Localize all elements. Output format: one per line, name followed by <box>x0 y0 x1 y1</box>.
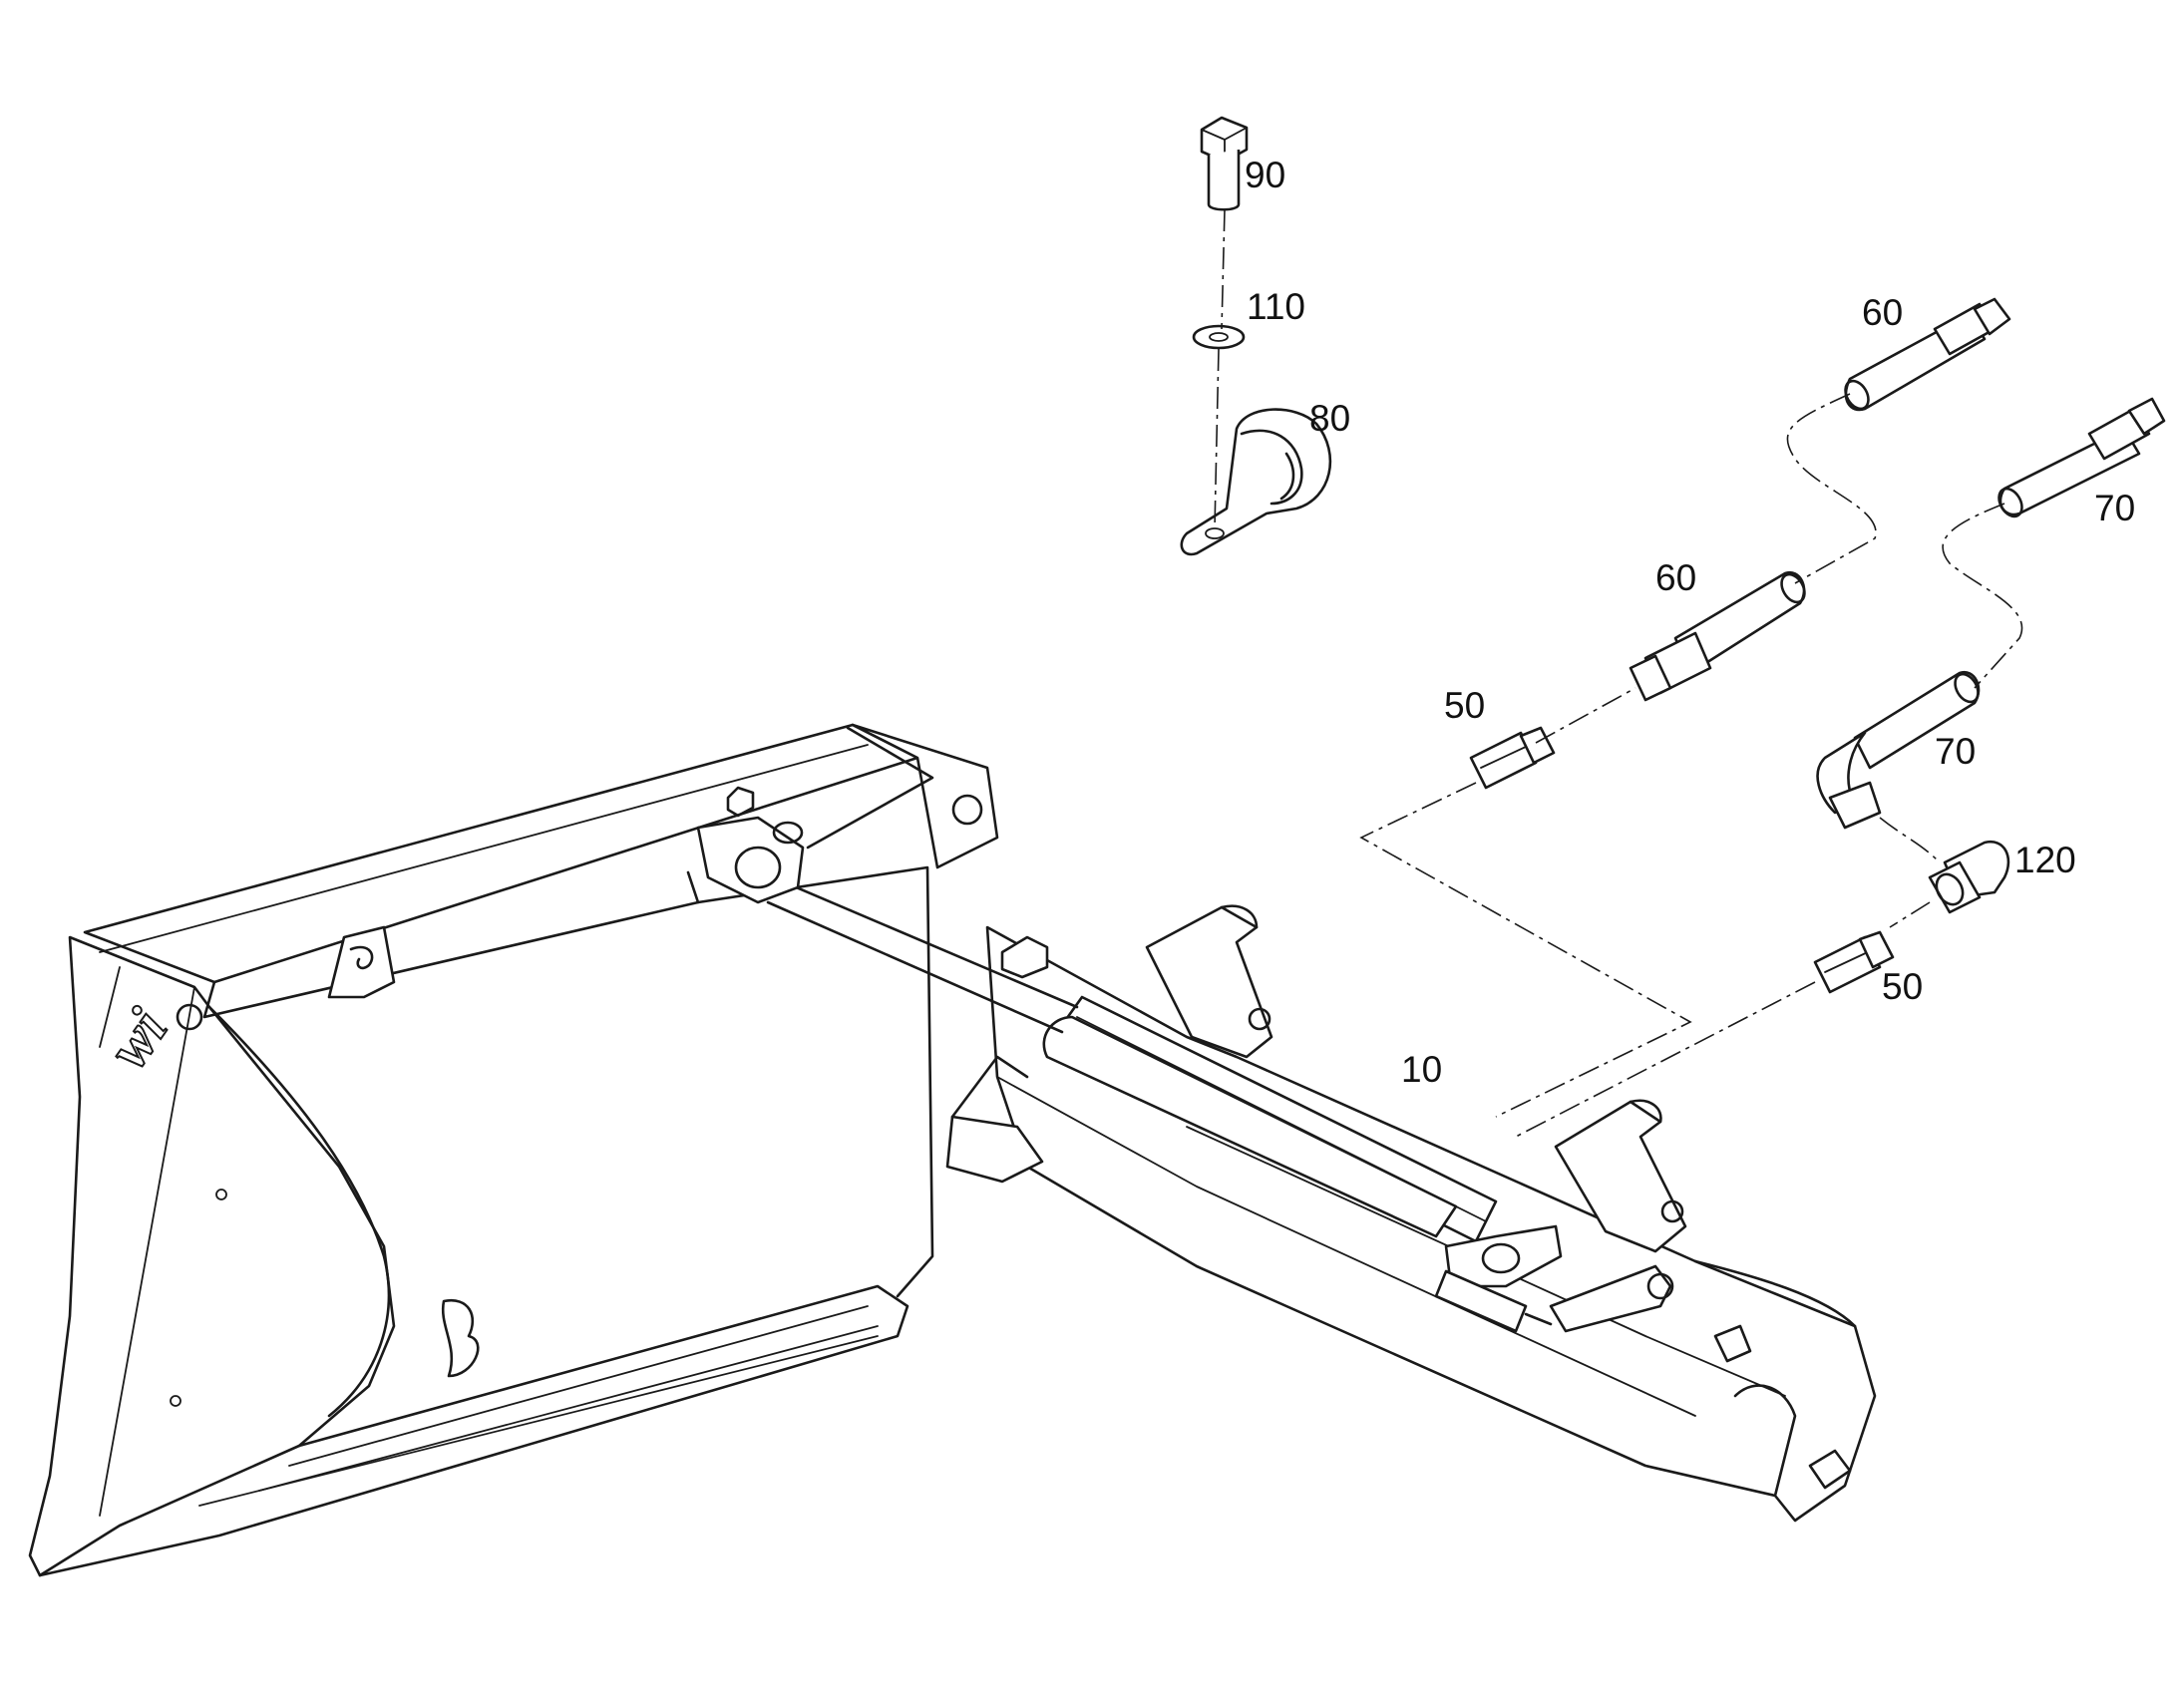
callout-50-lower: 50 <box>1882 966 1923 1007</box>
hose-part-60-lower <box>1629 570 1806 702</box>
callout-90: 90 <box>1245 155 1285 195</box>
hose-part-70-upper <box>1998 397 2166 518</box>
callout-110: 110 <box>1247 286 1305 327</box>
loader-arm <box>696 786 1877 1523</box>
clamp-part-80 <box>1180 408 1332 556</box>
callout-50-upper: 50 <box>1444 685 1485 726</box>
fitting-part-50-upper <box>1469 726 1556 790</box>
callout-10: 10 <box>1401 1049 1442 1090</box>
fitting-part-50-lower <box>1813 930 1895 994</box>
callout-70-lower: 70 <box>1935 731 1976 772</box>
bucket: wi <box>28 723 999 1577</box>
washer-part-110 <box>1192 324 1246 350</box>
callout-70-upper: 70 <box>2094 488 2135 528</box>
callout-labels: 90 110 80 60 60 70 70 50 50 120 10 <box>1245 155 2135 1090</box>
bolt-part-90 <box>1200 116 1249 211</box>
elbow-part-120 <box>1928 840 2010 914</box>
hose-part-70-lower <box>1816 670 1981 830</box>
callout-80: 80 <box>1309 398 1350 439</box>
assembly-leader-lines <box>1214 208 2023 1138</box>
hose-part-60-upper <box>1844 297 2011 412</box>
callout-60-upper: 60 <box>1862 292 1903 333</box>
callout-120: 120 <box>2014 840 2076 880</box>
callout-60-lower: 60 <box>1655 557 1696 598</box>
